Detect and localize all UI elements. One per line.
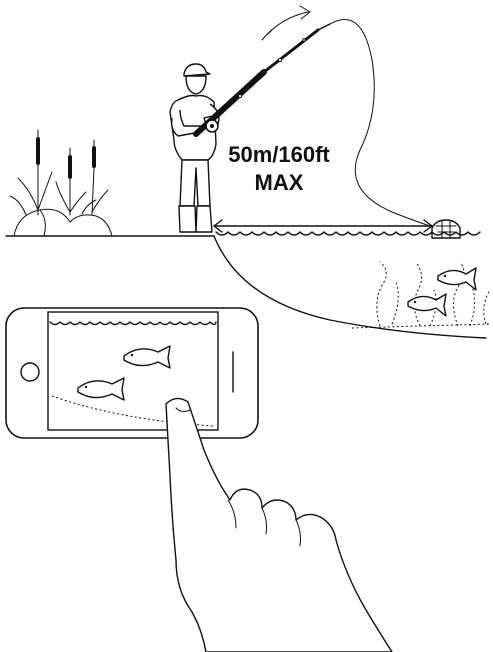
fishing-line	[330, 20, 430, 227]
range-label-line1: 50m/160ft	[228, 142, 330, 167]
range-label-line2: MAX	[255, 170, 304, 195]
range-arrow	[214, 220, 432, 232]
fisherman-icon	[170, 64, 219, 232]
cast-arrow-icon	[262, 6, 310, 40]
pointing-hand-icon	[166, 398, 392, 652]
fish-icon	[408, 294, 446, 316]
app-screen[interactable]	[48, 312, 218, 430]
fish-icon	[438, 268, 476, 290]
fishing-rod-icon	[196, 24, 330, 134]
reeds-icon	[10, 130, 112, 236]
